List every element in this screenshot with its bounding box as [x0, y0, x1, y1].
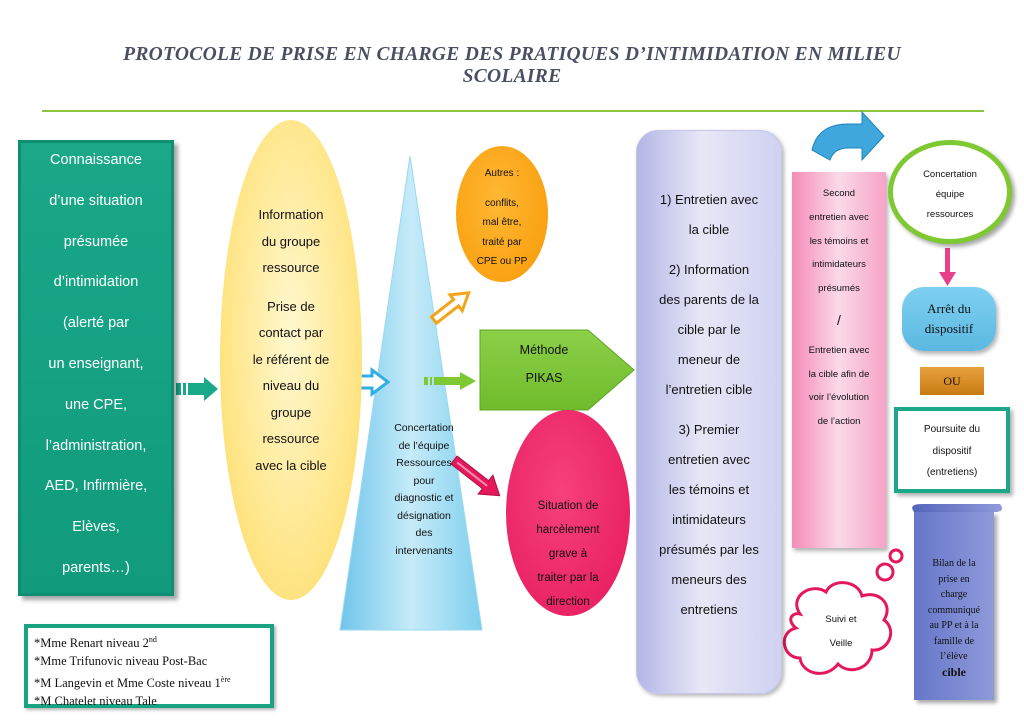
bilan-scroll: Bilan de la prise en charge communiqué a…: [914, 512, 994, 700]
info-line: contact par: [258, 325, 324, 340]
arrow-intro-to-info: [176, 377, 218, 401]
intro-line: l’administration,: [45, 437, 147, 454]
arrow-to-pikas: [424, 372, 476, 390]
intro-line: (alerté par: [62, 315, 130, 332]
info-line: Prise de: [267, 298, 315, 314]
second-entretien-column: Second entretien avec les témoins et int…: [792, 172, 886, 548]
legend-item: *Mme Trifunovic niveau Post-Bac: [34, 654, 208, 669]
info-line: avec la cible: [255, 457, 327, 473]
title-line-1: PROTOCOLE DE PRISE EN CHARGE DES PRATIQU…: [123, 44, 901, 65]
info-line: ressource: [262, 260, 320, 275]
referents-legend: *Mme Renart niveau 2nd *Mme Trifunovic n…: [24, 624, 274, 708]
intro-line: parents…): [62, 559, 130, 576]
poursuite-dispositif-box: Poursuite du dispositif (entretiens): [894, 407, 1010, 493]
bilan-last-line: l’élève cible: [940, 651, 968, 679]
legend-item: *M Langevin et Mme Coste niveau 1ère: [34, 674, 231, 690]
page-title: PROTOCOLE DE PRISE EN CHARGE DES PRATIQU…: [40, 44, 984, 88]
legend-item: *Mme Renart niveau 2nd: [34, 635, 157, 651]
info-line: le référent de: [252, 351, 330, 367]
intro-situation-box: Connaissance d’une situation présumée d’…: [18, 140, 174, 596]
arrow-to-harcelement: [450, 455, 501, 497]
legend-item: *M Chatelet niveau Tale: [34, 693, 157, 708]
harcelement-oval: Situation de harcèlement grave à traiter…: [506, 410, 630, 616]
info-line: groupe: [270, 404, 312, 420]
information-oval: Information du groupe ressource Prise de…: [220, 120, 362, 600]
title-divider: [42, 110, 984, 112]
arret-dispositif-box: Arrêt du dispositif: [902, 287, 996, 351]
info-line: Information: [258, 207, 324, 222]
intro-line: Elèves,: [72, 519, 120, 536]
pikas-method-label: Méthode PIKAS: [519, 343, 569, 385]
suivi-thought-cloud: [783, 548, 904, 675]
entretiens-column: 1) Entretien avec la cible 2) Informatio…: [636, 130, 782, 694]
info-line: du groupe: [261, 233, 321, 249]
curved-arrow-to-concertation: [811, 110, 885, 162]
autres-oval: Autres : conflits, mal être, traité par …: [456, 146, 548, 282]
concertation-pyramid-text: Concertation de l’équipe Ressources pour…: [394, 422, 454, 557]
info-line: niveau du: [262, 378, 320, 393]
pikas-arrow-shape: [479, 329, 635, 411]
intro-line: Connaissance: [50, 152, 142, 168]
arrow-to-arret: [939, 248, 956, 286]
arrow-to-autres: [429, 291, 471, 326]
info-line: ressource: [262, 431, 320, 446]
intro-line: un enseignant,: [48, 355, 144, 372]
bilan-scroll-curl: [912, 504, 1002, 512]
ou-label: OU: [920, 367, 984, 395]
title-line-2: SCOLAIRE: [462, 66, 562, 87]
concertation-circle: Concertation équipe ressources: [888, 140, 1012, 244]
suivi-veille-text: Suivi et Veille: [825, 614, 857, 649]
intro-line: une CPE,: [64, 396, 128, 413]
intro-line: d’intimidation: [53, 274, 139, 291]
intro-line: présumée: [63, 233, 129, 250]
intro-line: AED, Infirmière,: [44, 478, 148, 495]
intro-line: d’une situation: [49, 192, 143, 209]
